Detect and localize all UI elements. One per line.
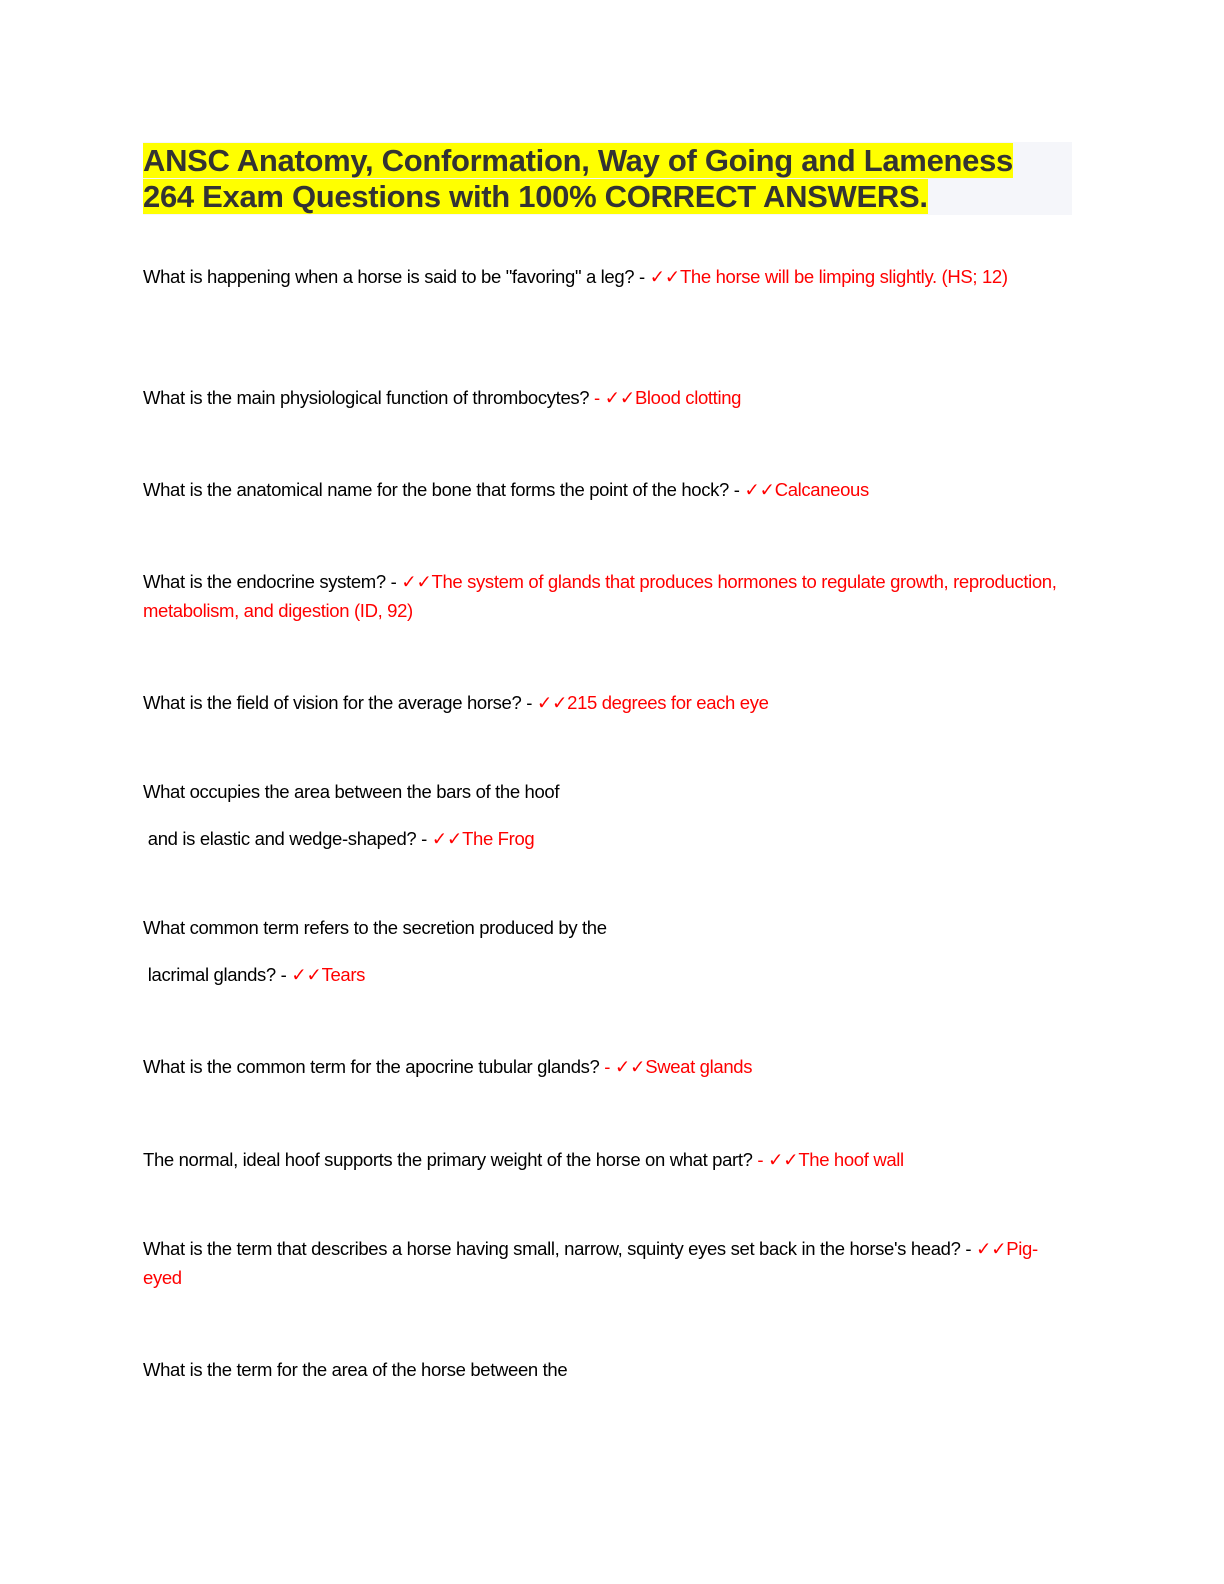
question-text: What common term refers to the secretion… bbox=[143, 917, 607, 938]
check-icon: ✓✓ bbox=[291, 964, 322, 985]
question-text: The normal, ideal hoof supports the prim… bbox=[143, 1149, 758, 1170]
question-text: What is the common term for the apocrine… bbox=[143, 1056, 605, 1077]
separator-dash: - bbox=[733, 479, 745, 500]
check-icon: ✓✓ bbox=[604, 387, 636, 408]
check-icon: ✓✓ bbox=[768, 1149, 799, 1170]
question-item: What is the endocrine system? - ✓✓The sy… bbox=[143, 567, 1073, 625]
answer-text: Calcaneous bbox=[774, 479, 870, 500]
question-text-continued: lacrimal glands? bbox=[143, 964, 281, 985]
answer-text: The hoof wall bbox=[798, 1149, 904, 1170]
separator-dash: - bbox=[390, 571, 402, 592]
separator-dash: - bbox=[421, 828, 432, 849]
title-line-2: 264 Exam Questions with 100% CORRECT ANS… bbox=[143, 179, 928, 214]
question-text: What is the term for the area of the hor… bbox=[143, 1359, 568, 1380]
answer-text: Pig-eyed bbox=[143, 1238, 1038, 1288]
check-icon: ✓✓ bbox=[614, 1056, 646, 1077]
question-item: What is the common term for the apocrine… bbox=[143, 1052, 1073, 1081]
answer-text: 215 degrees for each eye bbox=[567, 692, 769, 713]
check-icon: ✓✓ bbox=[431, 828, 463, 849]
question-item: What is the field of vision for the aver… bbox=[143, 688, 1073, 717]
check-icon: ✓✓ bbox=[536, 692, 568, 713]
question-item: What is the anatomical name for the bone… bbox=[143, 475, 1073, 504]
check-icon: ✓✓ bbox=[649, 266, 681, 287]
question-text: What is the main physiological function … bbox=[143, 387, 595, 408]
title-line-1: ANSC Anatomy, Conformation, Way of Going… bbox=[143, 143, 1013, 178]
check-icon: ✓✓ bbox=[744, 479, 775, 500]
answer-text: Sweat glands bbox=[645, 1056, 753, 1077]
question-continuation: lacrimal glands? - ✓✓Tears bbox=[143, 960, 1073, 989]
answer-text: Tears bbox=[321, 964, 366, 985]
question-text: What is the term that describes a horse … bbox=[143, 1238, 966, 1259]
question-continuation: and is elastic and wedge-shaped? - ✓✓The… bbox=[143, 824, 1073, 853]
check-icon: ✓✓ bbox=[401, 571, 432, 592]
check-icon: ✓✓ bbox=[975, 1238, 1007, 1259]
answer-text: Blood clotting bbox=[634, 387, 742, 408]
separator-dash: - bbox=[639, 266, 650, 287]
question-text: What is the anatomical name for the bone… bbox=[143, 479, 734, 500]
question-item: What is the main physiological function … bbox=[143, 383, 1073, 412]
question-text-continued: and is elastic and wedge-shaped? bbox=[143, 828, 422, 849]
answer-text: The horse will be limping slightly. (HS;… bbox=[679, 266, 1008, 287]
answer-text: The Frog bbox=[462, 828, 535, 849]
separator-dash: - bbox=[757, 1149, 768, 1170]
separator-dash: - bbox=[526, 692, 537, 713]
separator-dash: - bbox=[594, 387, 605, 408]
question-text: What is happening when a horse is said t… bbox=[143, 266, 640, 287]
separator-dash: - bbox=[280, 964, 292, 985]
question-item: What common term refers to the secretion… bbox=[143, 913, 1073, 989]
document-title: ANSC Anatomy, Conformation, Way of Going… bbox=[143, 143, 1013, 215]
question-text: What is the endocrine system? bbox=[143, 571, 391, 592]
question-item: What is the term that describes a horse … bbox=[143, 1234, 1073, 1292]
question-item: The normal, ideal hoof supports the prim… bbox=[143, 1145, 1073, 1174]
answer-text: The system of glands that produces hormo… bbox=[143, 571, 1057, 621]
question-text: What is the field of vision for the aver… bbox=[143, 692, 527, 713]
separator-dash: - bbox=[965, 1238, 976, 1259]
question-item: What occupies the area between the bars … bbox=[143, 777, 1073, 853]
question-text: What occupies the area between the bars … bbox=[143, 781, 560, 802]
separator-dash: - bbox=[604, 1056, 615, 1077]
question-item: What is the term for the area of the hor… bbox=[143, 1355, 1073, 1384]
question-item: What is happening when a horse is said t… bbox=[143, 262, 1073, 291]
